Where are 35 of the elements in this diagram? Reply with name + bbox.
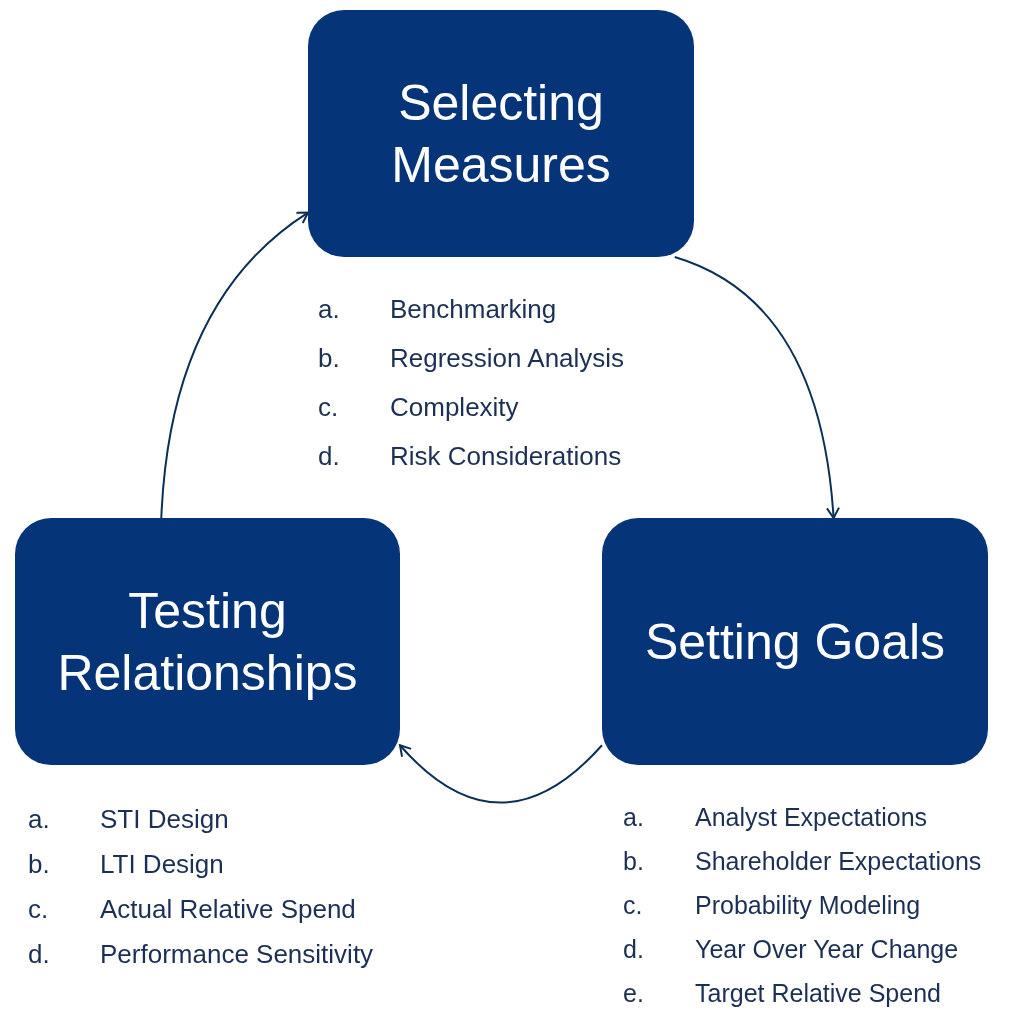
list-letter: b.	[318, 342, 341, 375]
list-item: STI Design	[100, 803, 230, 836]
list-letter: c.	[28, 893, 50, 926]
list-item: Shareholder Expectations	[695, 846, 983, 877]
list-letter: b.	[28, 848, 51, 881]
box-title: Setting Goals	[644, 612, 946, 672]
list-letter: d.	[318, 440, 341, 473]
list-item: Complexity	[390, 391, 520, 424]
curved-arrow	[399, 744, 603, 804]
list-letter: a.	[28, 803, 51, 836]
list-item: Regression Analysis	[390, 342, 626, 375]
box-title: Selecting Measures	[390, 73, 612, 195]
list-item: Year Over Year Change	[695, 934, 960, 965]
list-item: Benchmarking	[390, 293, 558, 326]
list-item: Analyst Expectations	[695, 802, 929, 833]
list-item: Target Relative Spend	[695, 978, 942, 1009]
box-title: Testing Relationships	[56, 581, 359, 703]
list-letter: d.	[28, 938, 51, 971]
list-item: Risk Considerations	[390, 440, 623, 473]
list-letter: c.	[318, 391, 340, 424]
list-item: Probability Modeling	[695, 890, 922, 921]
list-letter: e.	[623, 978, 645, 1009]
process-box	[602, 518, 988, 765]
list-letter: c.	[623, 890, 644, 921]
process-box	[308, 10, 694, 257]
list-item: Performance Sensitivity	[100, 938, 375, 971]
list-letter: b.	[623, 846, 645, 877]
curved-arrow	[160, 211, 309, 519]
list-letter: d.	[623, 934, 645, 965]
list-letter: a.	[623, 802, 645, 833]
curved-arrow	[673, 256, 840, 519]
list-item: Actual Relative Spend	[100, 893, 357, 926]
list-item: LTI Design	[100, 848, 225, 881]
process-box	[15, 518, 400, 765]
list-letter: a.	[318, 293, 341, 326]
